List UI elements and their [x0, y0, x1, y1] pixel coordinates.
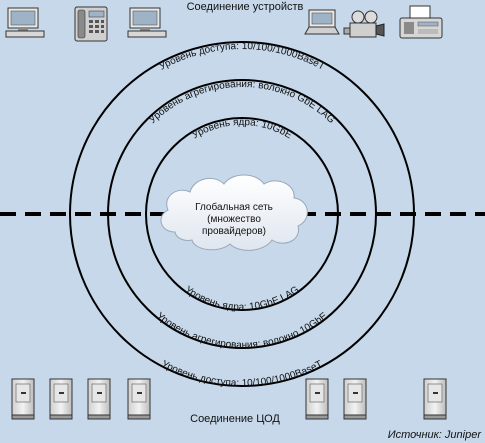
- server-icon: [423, 378, 447, 420]
- video-camera-icon: [343, 10, 385, 38]
- source-caption: Источник: Juniper: [387, 429, 481, 441]
- aggregation-level-bottom-label: Уровень агрегирования: волокно 10GbE: [154, 310, 330, 351]
- phone-icon: [74, 6, 108, 42]
- core-level-bottom-label: Уровень ядра: 10GbE LAG: [183, 284, 302, 313]
- cloud-label-line-3: провайдеров): [202, 226, 266, 237]
- access-level-top-label: Уровень доступа: 10/100/1000BaseT: [158, 41, 327, 73]
- server-icon: [127, 378, 151, 420]
- datacenter-connection-label: Соединение ЦОД: [190, 413, 280, 425]
- cloud-label-line-2: (множество: [207, 214, 261, 225]
- desktop-computer-icon: [5, 7, 45, 38]
- fax-icon: [399, 5, 443, 39]
- server-icon: [87, 378, 111, 420]
- cloud-label-line-1: Глобальная сеть: [195, 201, 273, 213]
- device-connection-label: Соединение устройств: [186, 1, 304, 13]
- access-level-bottom-label: Уровень доступа: 10/100/1000BaseT: [160, 359, 325, 389]
- server-icon: [11, 378, 35, 420]
- server-icon: [343, 378, 367, 420]
- desktop-computer-icon: [127, 7, 167, 38]
- core-level-top-label: Уровень ядра: 10GbE: [190, 117, 294, 142]
- server-icon: [305, 378, 329, 420]
- cloud-icon: [160, 174, 308, 251]
- server-icon: [49, 378, 73, 420]
- laptop-icon: [304, 9, 340, 35]
